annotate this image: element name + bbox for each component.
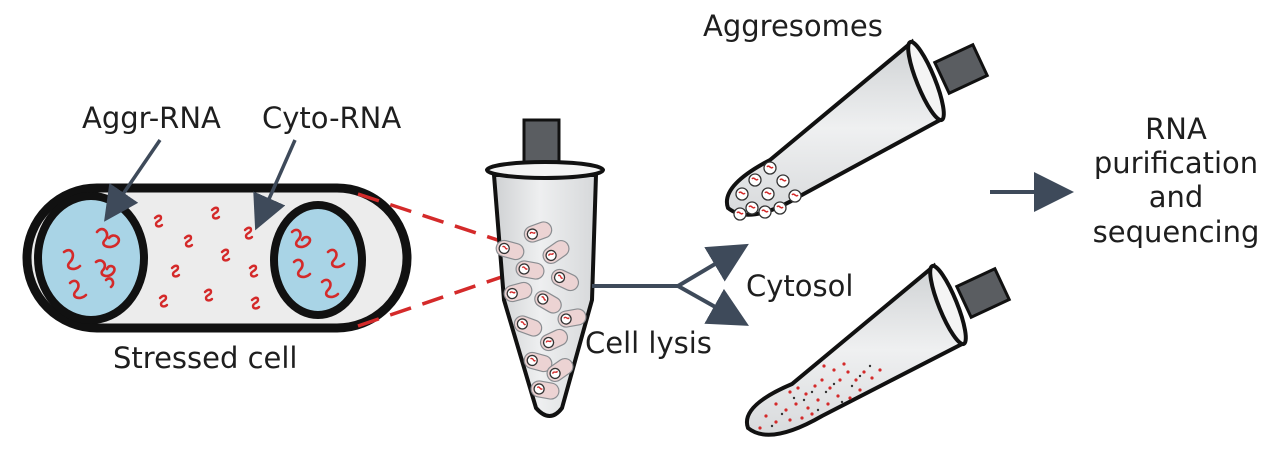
- aggresomes-label: Aggresomes: [703, 9, 883, 43]
- aggr-rna-pointer: [104, 139, 162, 222]
- rna-purification-label: RNA purification and sequencing: [1080, 112, 1272, 249]
- split-arrow: [592, 243, 749, 326]
- stressed-cell: [22, 183, 412, 333]
- rna-purification-line-1: RNA: [1145, 112, 1207, 146]
- cell-lysis-label: Cell lysis: [585, 326, 712, 360]
- rna-purification-line-4: sequencing: [1092, 214, 1260, 249]
- aggr-rna-left: [62, 227, 121, 300]
- cytosol-dispersed-rna: [758, 362, 882, 430]
- aggr-rna-label: Aggr-RNA: [82, 101, 221, 135]
- cyto-rna-pointer: [253, 139, 297, 231]
- rna-purification-line-2: purification: [1093, 146, 1259, 181]
- cyto-rna-label: Cyto-RNA: [262, 101, 402, 135]
- cytosol-label: Cytosol: [746, 269, 854, 303]
- left-nucleus: [34, 192, 148, 324]
- cytosol-dark-specks: [770, 364, 872, 428]
- stressed-cell-label: Stressed cell: [113, 341, 298, 375]
- rna-purification-line-3: and: [1148, 180, 1204, 215]
- aggresomes-tube: [724, 38, 990, 221]
- aggr-rna-right: [290, 228, 346, 299]
- cytosol-tube: [744, 262, 1012, 437]
- center-tube: [485, 118, 605, 418]
- right-nucleus: [270, 201, 366, 319]
